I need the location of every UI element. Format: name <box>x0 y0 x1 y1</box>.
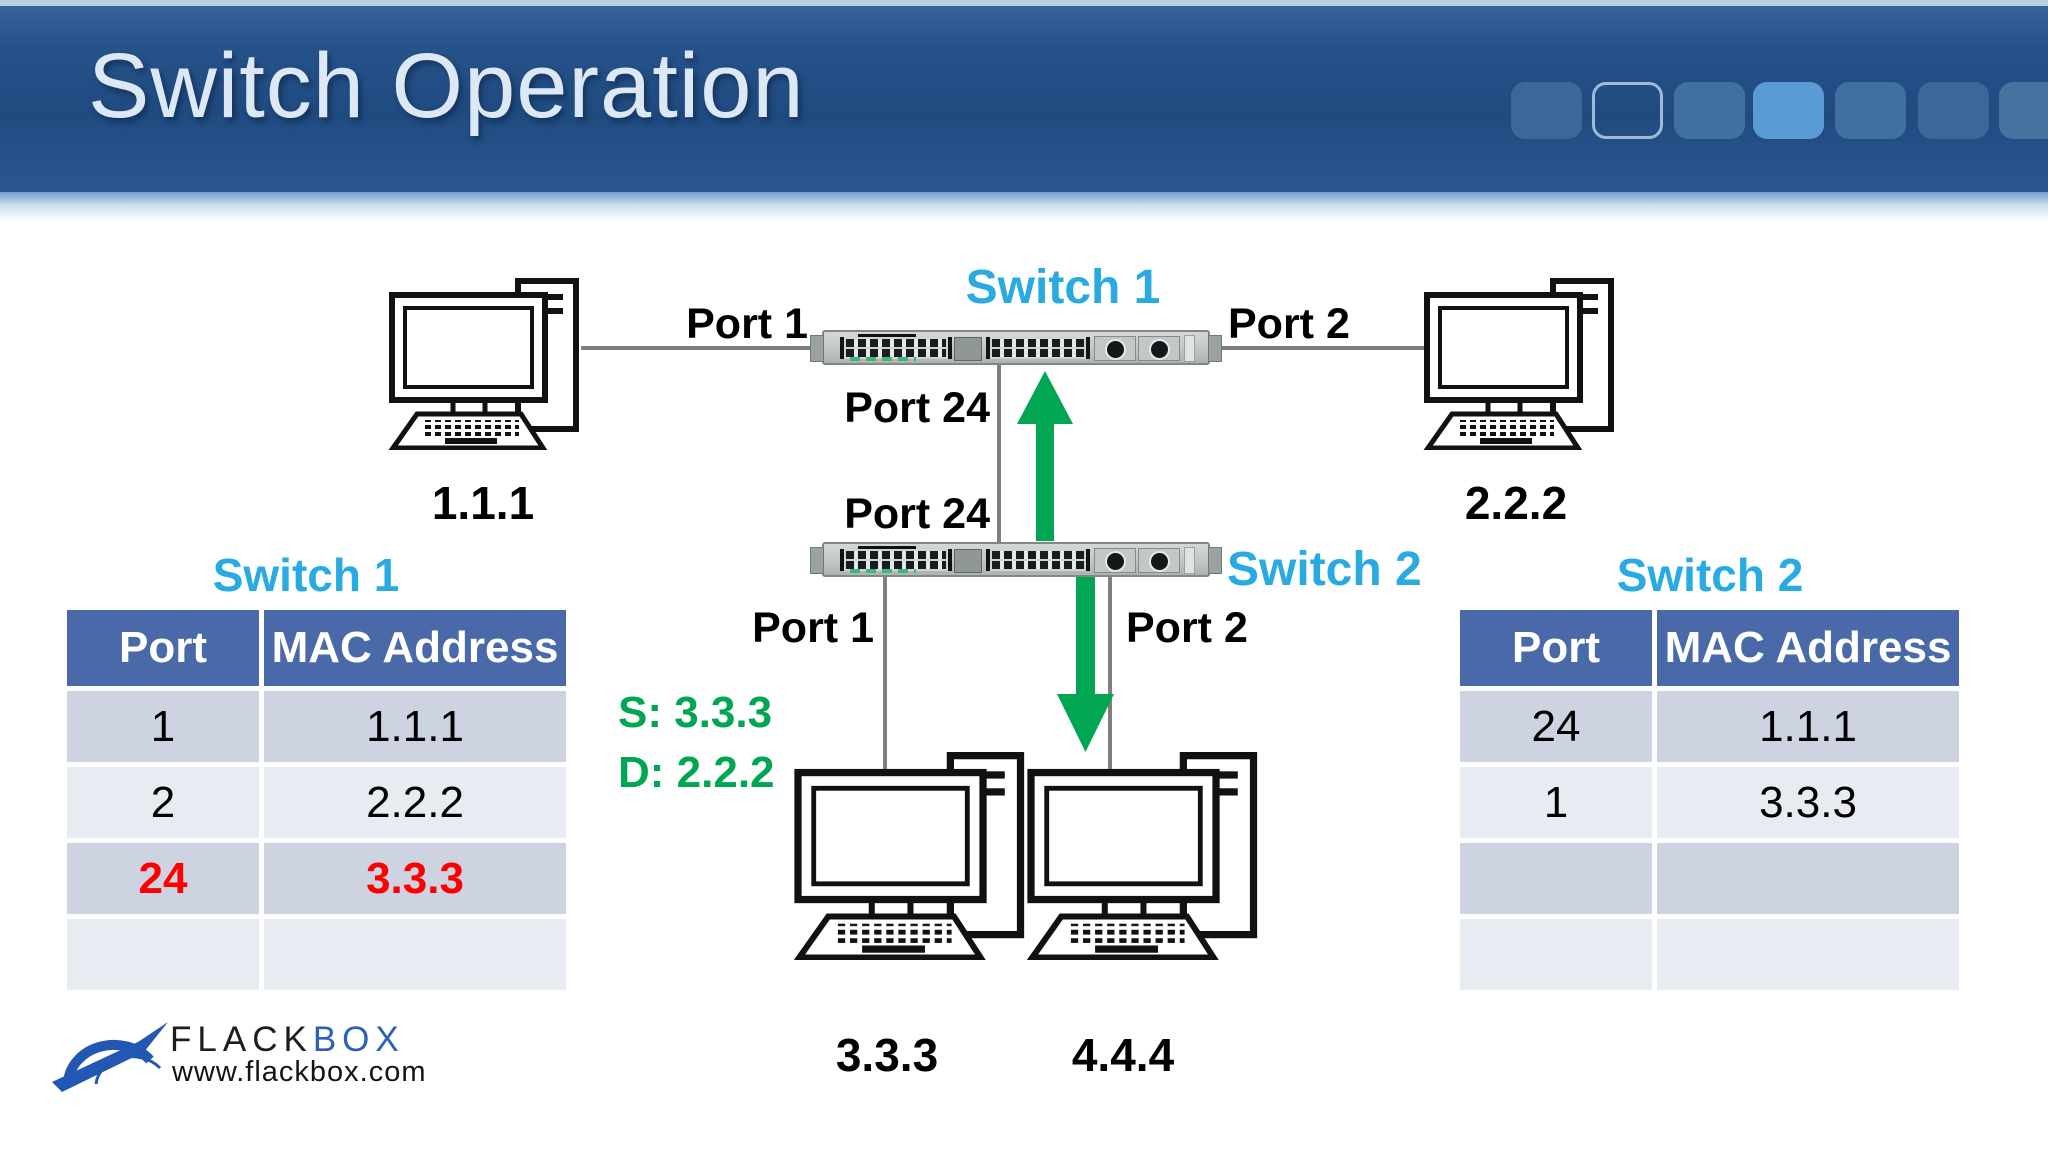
page-title: Switch Operation <box>88 35 805 137</box>
table-cell <box>1657 843 1959 914</box>
switch-port-bank <box>986 337 1090 359</box>
host-3-label: 3.3.3 <box>835 1029 939 1081</box>
host-2-label: 2.2.2 <box>1464 477 1568 529</box>
switch-slot <box>1184 547 1195 574</box>
switch-psu <box>1094 548 1136 573</box>
pc-1-icon <box>388 278 579 450</box>
sw1-port24-label: Port 24 <box>844 384 990 432</box>
flackbox-logo-icon <box>52 1022 168 1092</box>
switch-faceplate-strip <box>858 334 916 338</box>
pc-2-icon <box>1423 278 1614 450</box>
switch-module <box>954 549 982 573</box>
link-sw1-port2-pc2 <box>1210 346 1427 350</box>
decor-square <box>1835 82 1906 139</box>
title-banner: Switch Operation <box>0 0 2048 192</box>
table-cell: 2 <box>67 767 259 838</box>
host-1-label: 1.1.1 <box>431 477 535 529</box>
banner-bottom-stripe <box>0 192 2048 222</box>
table-header-cell: MAC Address <box>1657 610 1959 686</box>
host-4-label: 4.4.4 <box>1071 1029 1175 1081</box>
pc-4-icon <box>1026 752 1258 960</box>
switch-port-bank <box>840 337 952 359</box>
psu-fan-icon <box>1148 551 1170 572</box>
psu-fan-icon <box>1104 551 1126 572</box>
table-cell-highlighted: 24 <box>67 843 259 914</box>
switch-module <box>954 337 982 361</box>
switch-1-device <box>810 330 1222 365</box>
switch-2-diagram-label: Switch 2 <box>1227 543 1422 596</box>
switch-port-bank <box>840 549 952 571</box>
link-pc1-sw1-port1 <box>581 346 822 350</box>
psu-fan-icon <box>1104 339 1126 360</box>
switch-faceplate-strip <box>858 546 916 550</box>
table-cell <box>1460 919 1652 990</box>
table-cell: 1.1.1 <box>264 691 566 762</box>
link-sw1-sw2-port24 <box>997 365 1001 542</box>
sw2-port1-label: Port 1 <box>752 604 874 652</box>
decor-square-outline <box>1592 82 1663 139</box>
switch-slot <box>1184 335 1195 362</box>
table-cell <box>1657 919 1959 990</box>
decor-square <box>1674 82 1745 139</box>
switch-link-lights <box>850 357 916 361</box>
switch-psu <box>1138 336 1180 361</box>
switch-1-table-title: Switch 1 <box>212 549 400 601</box>
sw1-port2-label: Port 2 <box>1228 300 1350 348</box>
switch-2-device <box>810 542 1222 577</box>
link-sw2-port1-pc3 <box>883 577 887 775</box>
switch-psu <box>1138 548 1180 573</box>
link-sw2-port2-pc4 <box>1108 577 1112 775</box>
table-cell-highlighted: 3.3.3 <box>264 843 566 914</box>
switch-1-diagram-label: Switch 1 <box>965 261 1161 314</box>
table-cell: 2.2.2 <box>264 767 566 838</box>
decor-square-bright <box>1753 82 1824 139</box>
sw2-port24-label: Port 24 <box>844 490 990 538</box>
table-cell: 1 <box>1460 767 1652 838</box>
brand-box: BOX <box>312 1020 405 1059</box>
frame-destination-label: D: 2.2.2 <box>618 748 775 797</box>
switch-psu <box>1094 336 1136 361</box>
table-cell <box>67 919 259 990</box>
frame-down-arrow <box>1057 577 1114 752</box>
table-header-cell: Port <box>67 610 259 686</box>
switch-port-bank <box>986 549 1090 571</box>
switch-2-table-title: Switch 2 <box>1616 549 1804 601</box>
frame-source-label: S: 3.3.3 <box>618 688 773 737</box>
table-cell <box>264 919 566 990</box>
pc-3-icon <box>793 752 1025 960</box>
switch-1-mac-table: Port MAC Address 1 1.1.1 2 2.2.2 24 3.3.… <box>67 610 566 990</box>
website-url: www.flackbox.com <box>172 1056 427 1088</box>
sw1-port1-label: Port 1 <box>686 300 808 348</box>
table-cell: 3.3.3 <box>1657 767 1959 838</box>
table-header-cell: Port <box>1460 610 1652 686</box>
table-cell: 1.1.1 <box>1657 691 1959 762</box>
switch-2-mac-table: Port MAC Address 24 1.1.1 1 3.3.3 <box>1460 610 1959 990</box>
table-cell: 24 <box>1460 691 1652 762</box>
switch-link-lights <box>850 569 916 573</box>
decor-square <box>1999 82 2048 139</box>
sw2-port2-label: Port 2 <box>1126 604 1248 652</box>
decor-square <box>1918 82 1989 139</box>
brand-flack: FLACK <box>170 1020 313 1059</box>
frame-up-arrow <box>1017 371 1073 541</box>
flackbox-brand: FLACKBOX <box>170 1020 405 1060</box>
table-header-cell: MAC Address <box>264 610 566 686</box>
table-cell <box>1460 843 1652 914</box>
decor-square <box>1511 82 1582 139</box>
table-cell: 1 <box>67 691 259 762</box>
psu-fan-icon <box>1148 339 1170 360</box>
